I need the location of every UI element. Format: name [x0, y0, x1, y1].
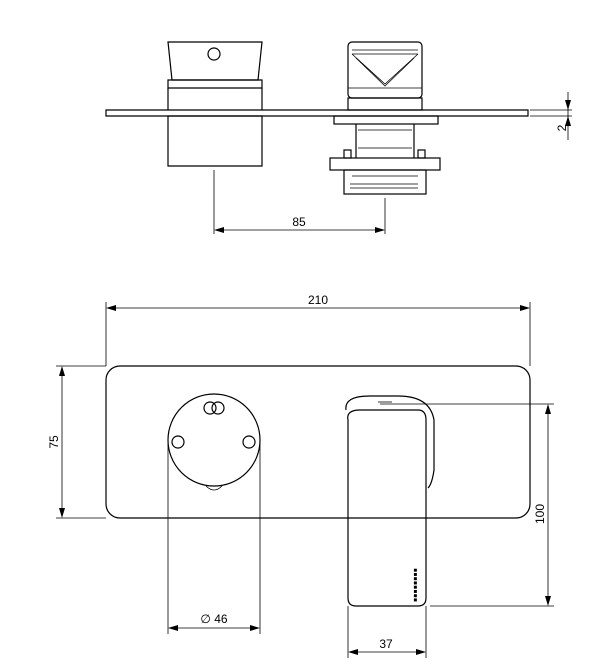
dimension-2: 2	[530, 92, 572, 140]
wall-plate-front	[105, 365, 531, 519]
dimension-label-75: 75	[47, 435, 61, 449]
dimension-37: 37	[347, 606, 427, 658]
dimension-label-100: 100	[533, 504, 547, 524]
dimension-210: 210	[105, 293, 531, 366]
mixer-knob	[167, 393, 261, 491]
side-view: 85 2	[105, 41, 572, 234]
spout-brand-mark: ▪▪▪▪▪▪▪▪	[408, 568, 422, 602]
mixer-handle	[167, 41, 263, 167]
dimension-label-37: 37	[379, 637, 393, 651]
wall-plate-side	[105, 109, 529, 117]
spout-front: ▪▪▪▪▪▪▪▪	[345, 395, 435, 607]
spout-side	[329, 41, 441, 195]
dimension-label-46: ∅ 46	[200, 612, 227, 626]
dimension-100: 100	[380, 403, 554, 607]
dimension-label-2: 2	[555, 124, 569, 131]
dimension-label-210: 210	[308, 293, 328, 307]
dimension-75: 75	[47, 365, 106, 519]
dimension-label-85: 85	[292, 215, 306, 229]
front-view: ▪▪▪▪▪▪▪▪ 210 75 100	[47, 293, 554, 658]
dimension-46: ∅ 46	[167, 440, 261, 634]
dimension-85: 85	[213, 170, 386, 234]
